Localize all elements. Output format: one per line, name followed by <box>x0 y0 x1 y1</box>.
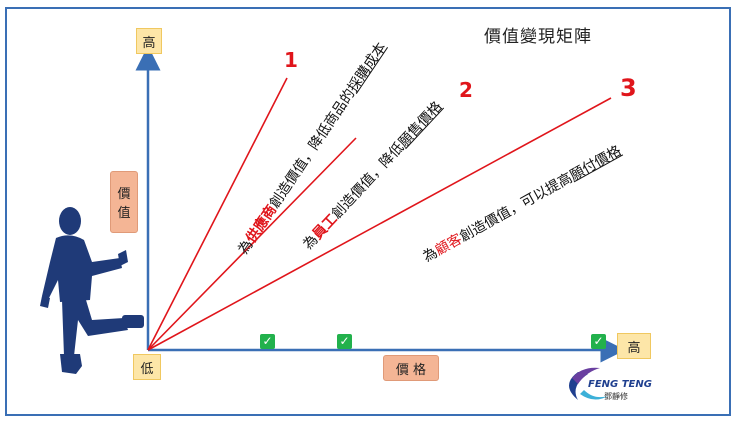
logo-subtitle: 鄧靜修 <box>604 392 628 401</box>
ray-3 <box>147 97 612 351</box>
checkmark-icon: ✓ <box>337 334 352 349</box>
ray-1 <box>147 77 288 351</box>
line-number-3: 3 <box>620 74 637 102</box>
line-number-2: 2 <box>459 78 473 102</box>
ray-2 <box>147 137 357 351</box>
line-number-1: 1 <box>284 48 298 72</box>
y-axis-label-char-2: 值 <box>117 206 131 221</box>
diagram-frame <box>5 7 731 416</box>
y-axis-label-char-1: 價 <box>117 187 131 202</box>
x-axis-label: 價 格 <box>383 355 439 381</box>
y-axis-label: 價 值 <box>110 171 138 233</box>
checkmark-icon: ✓ <box>260 334 275 349</box>
y-axis-high-label: 高 <box>136 28 162 54</box>
y-axis-low-label: 低 <box>133 354 161 380</box>
feng-teng-logo-icon <box>569 367 608 400</box>
checkmark-icon: ✓ <box>591 334 606 349</box>
kicking-figure-icon <box>40 207 144 374</box>
logo-name: FENG TENG <box>588 379 652 390</box>
diagram-title: 價值變現矩陣 <box>484 27 592 47</box>
x-axis-high-label: 高 <box>617 333 651 359</box>
